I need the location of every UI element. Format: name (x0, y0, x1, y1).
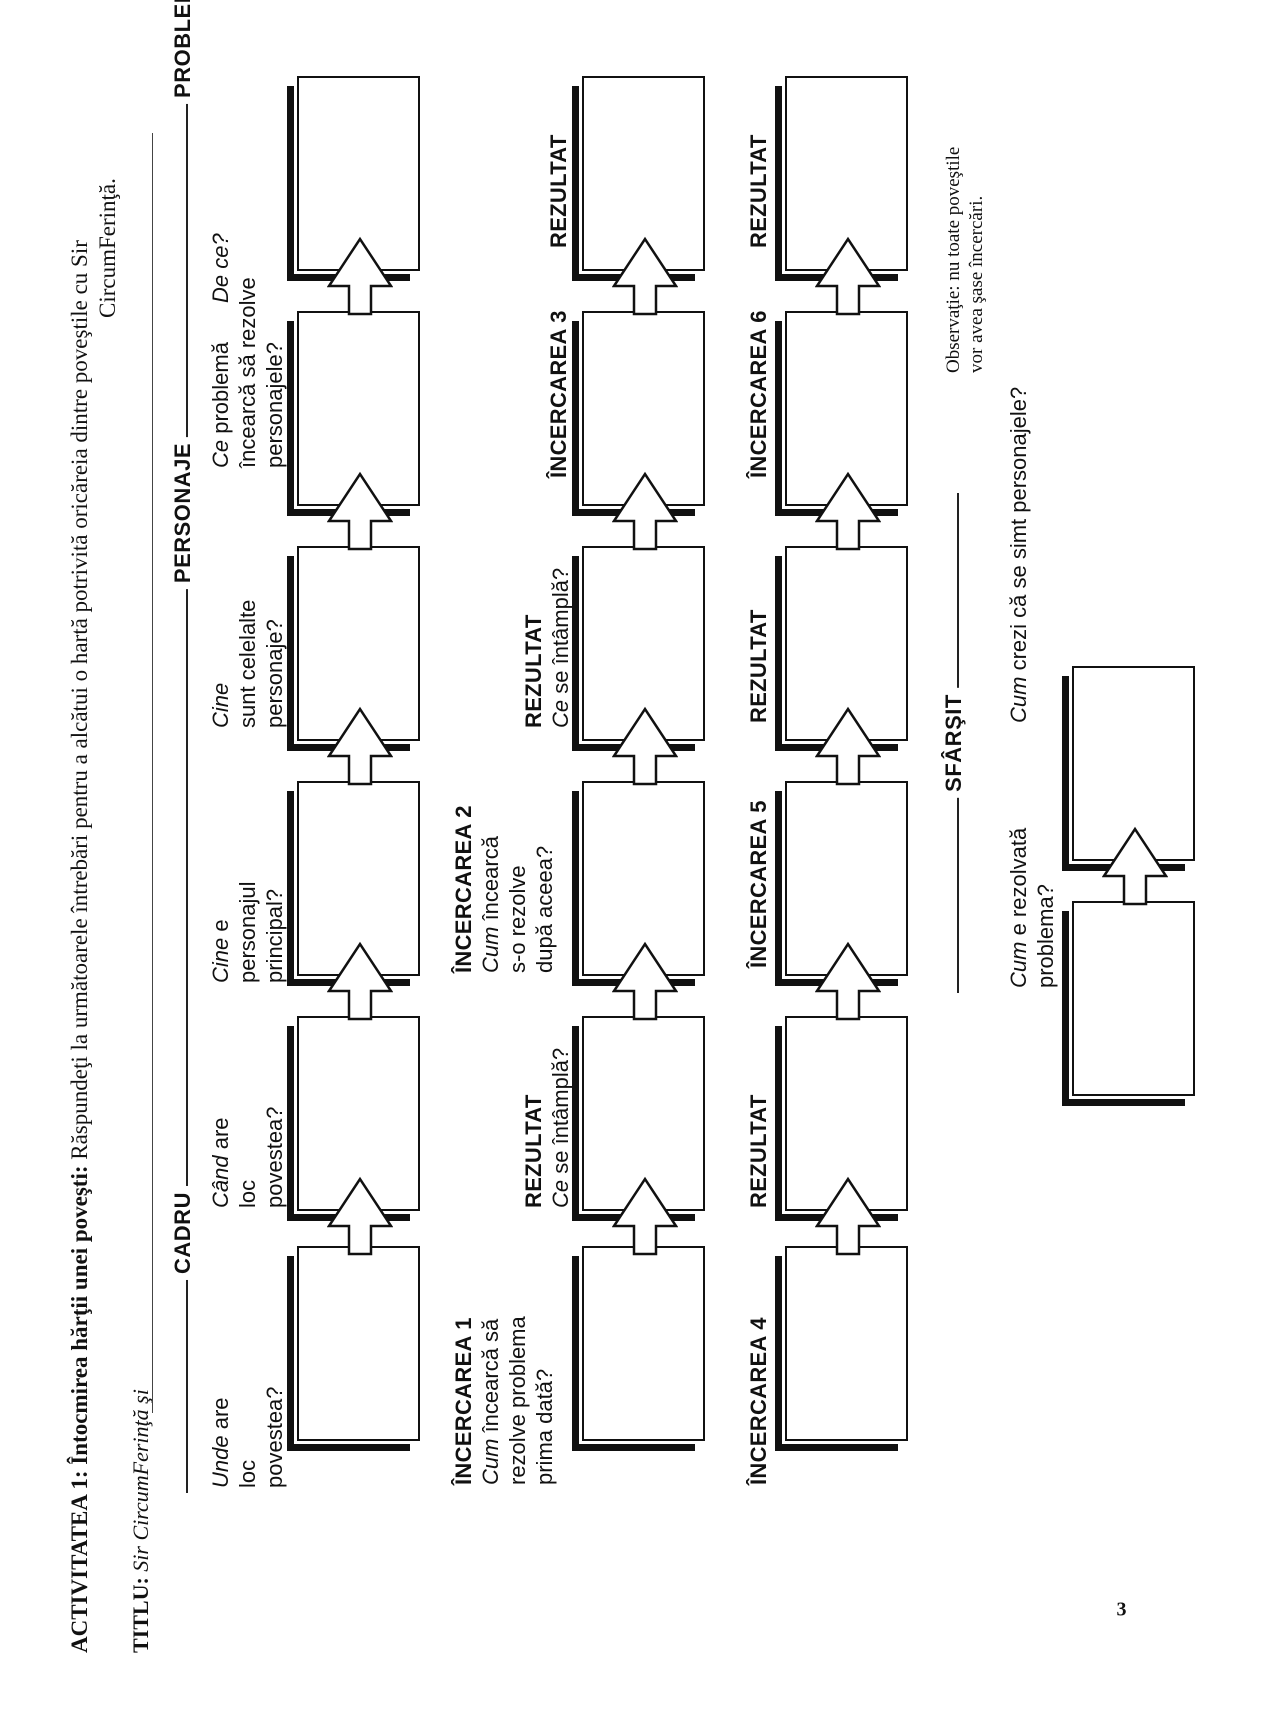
arrow-right-icon (327, 941, 393, 1021)
answer-box[interactable] (572, 1246, 705, 1451)
section-bar: CADRU PERSONAJE PROBLEMĂ (166, 0, 206, 1493)
arrow-right-icon (612, 941, 678, 1021)
arrow-right-icon (327, 236, 393, 316)
attempt-5-label: ÎNCERCAREA 5 (746, 800, 771, 968)
result-5-label: REZULTAT (746, 609, 771, 723)
arrow-right-icon (815, 706, 881, 786)
arrow-right-icon (815, 236, 881, 316)
activity-label: ACTIVITATEA 1: (67, 1470, 92, 1653)
question-problem: Ce problemă încearcă să rezolve personaj… (208, 277, 287, 468)
arrow-right-icon (1102, 826, 1168, 906)
answer-box[interactable] (775, 1246, 908, 1451)
arrow-right-icon (327, 1176, 393, 1256)
titlu-value: Sir CircumFerinţă şi (128, 1389, 153, 1572)
attempt-2-label: ÎNCERCAREA 2 Cum încearcă s-o rezolve du… (451, 805, 557, 973)
note: Observaţie: nu toate poveştile vor avea … (943, 146, 987, 373)
activity-instructions-cont: CircumFerinţă. (95, 178, 120, 318)
arrow-right-icon (815, 1176, 881, 1256)
title-line: TITLU: Sir CircumFerinţă şi (128, 1389, 154, 1653)
result-1-label: REZULTAT Ce se întâmplă? (521, 1047, 573, 1208)
section-sfarsit: SFÂRŞIT (941, 688, 967, 798)
section-cadru: CADRU (170, 1186, 196, 1280)
attempt-1-label: ÎNCERCAREA 1 Cum încearcă să rezolve pro… (451, 1316, 557, 1485)
result-3-label: REZULTAT (546, 134, 571, 248)
section-personaje: PERSONAJE (170, 436, 196, 590)
question-main-character: Cine e personajul principal? (208, 881, 287, 983)
page-number: 3 (1116, 1598, 1127, 1621)
question-when: Când are loc povestea? (208, 1106, 287, 1208)
titlu-label: TITLU: (128, 1577, 153, 1653)
answer-box[interactable] (287, 1246, 420, 1451)
section-problema: PROBLEMĂ (170, 0, 196, 104)
answer-box-ending[interactable] (1062, 901, 1195, 1106)
arrow-right-icon (612, 1176, 678, 1256)
activity-instructions: Răspundeţi la următoarele întrebări pent… (67, 240, 92, 1160)
attempt-3-label: ÎNCERCAREA 3 (546, 310, 571, 478)
result-2-label: REZULTAT Ce se întâmplă? (521, 567, 573, 728)
question-other-characters: Cine sunt celelalte personaje? (208, 599, 287, 728)
question-where: Unde are loc povestea? (208, 1386, 287, 1488)
question-how-feel: Cum crezi că se simt personajele? (1006, 386, 1031, 723)
arrow-right-icon (327, 471, 393, 551)
attempt-4-label: ÎNCERCAREA 4 (746, 1317, 771, 1485)
arrow-right-icon (612, 236, 678, 316)
activity-title: Întocmirea hărţii unei poveşti: (67, 1165, 92, 1465)
arrow-right-icon (815, 471, 881, 551)
title-write-line (152, 133, 153, 1413)
arrow-right-icon (815, 941, 881, 1021)
result-4-label: REZULTAT (746, 1094, 771, 1208)
question-how-solved: Cum e rezolvată problema? (1006, 827, 1058, 988)
activity-heading: ACTIVITATEA 1: Întocmirea hărţii unei po… (66, 3, 94, 1653)
arrow-right-icon (327, 706, 393, 786)
arrow-right-icon (612, 471, 678, 551)
arrow-right-icon (612, 706, 678, 786)
question-why: De ce? (208, 233, 233, 303)
attempt-6-label: ÎNCERCAREA 6 (746, 310, 771, 478)
result-6-label: REZULTAT (746, 134, 771, 248)
